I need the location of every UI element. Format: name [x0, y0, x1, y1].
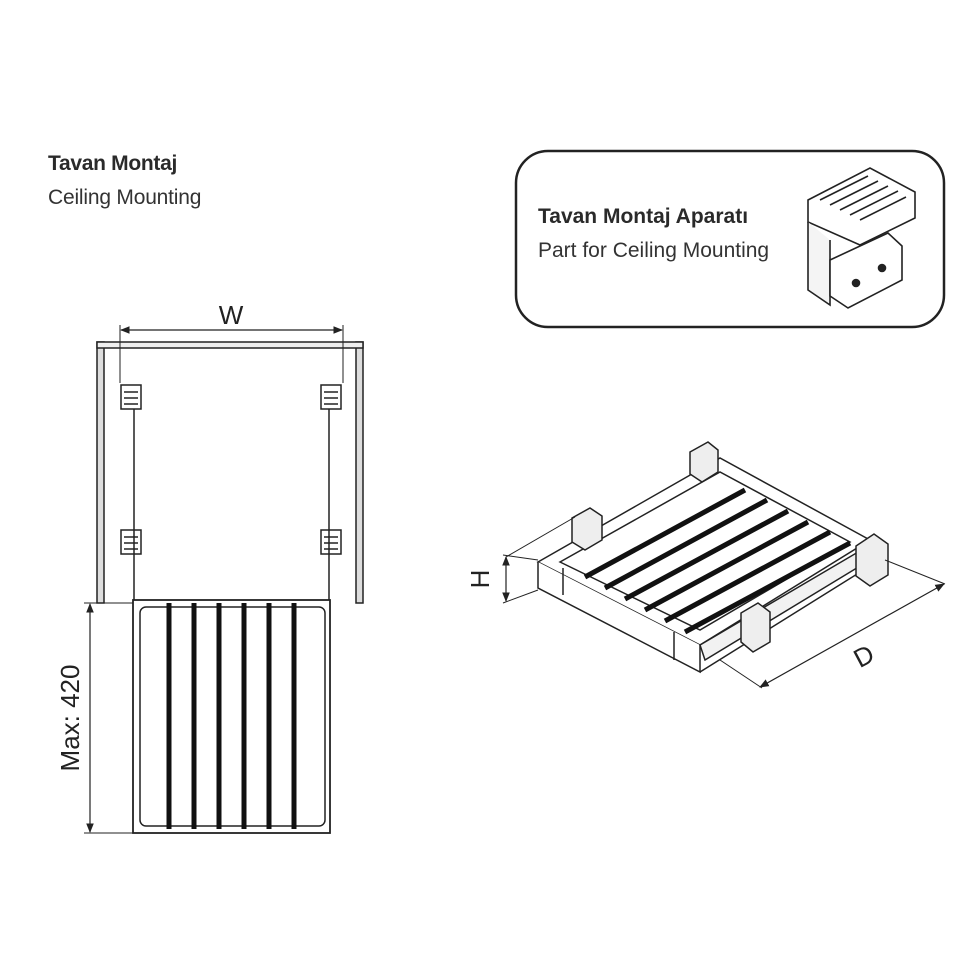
title-tr: Tavan Montaj [48, 152, 178, 175]
tray-rods [583, 487, 852, 635]
callout-title-tr: Tavan Montaj Aparatı [538, 205, 748, 228]
max-dimension: Max: 420 [55, 602, 133, 834]
isometric-view-drawing: H D [465, 441, 946, 689]
height-label: H [465, 570, 495, 589]
front-view-drawing: W [55, 300, 364, 834]
height-dimension: H [465, 516, 576, 604]
mounting-part-callout: Tavan Montaj Aparatı Part for Ceiling Mo… [514, 149, 946, 329]
width-label: W [219, 300, 244, 330]
width-dimension: W [119, 300, 344, 383]
title-en: Ceiling Mounting [48, 186, 202, 209]
max-depth-label: Max: 420 [55, 665, 85, 772]
ceiling-brackets [120, 384, 342, 600]
tray-frame [536, 457, 872, 674]
cabinet-outline [96, 341, 364, 604]
pull-out-tray [132, 599, 331, 834]
depth-label: D [848, 638, 879, 673]
callout-title-en: Part for Ceiling Mounting [538, 239, 769, 262]
ceiling-bracket-icon [807, 167, 916, 309]
